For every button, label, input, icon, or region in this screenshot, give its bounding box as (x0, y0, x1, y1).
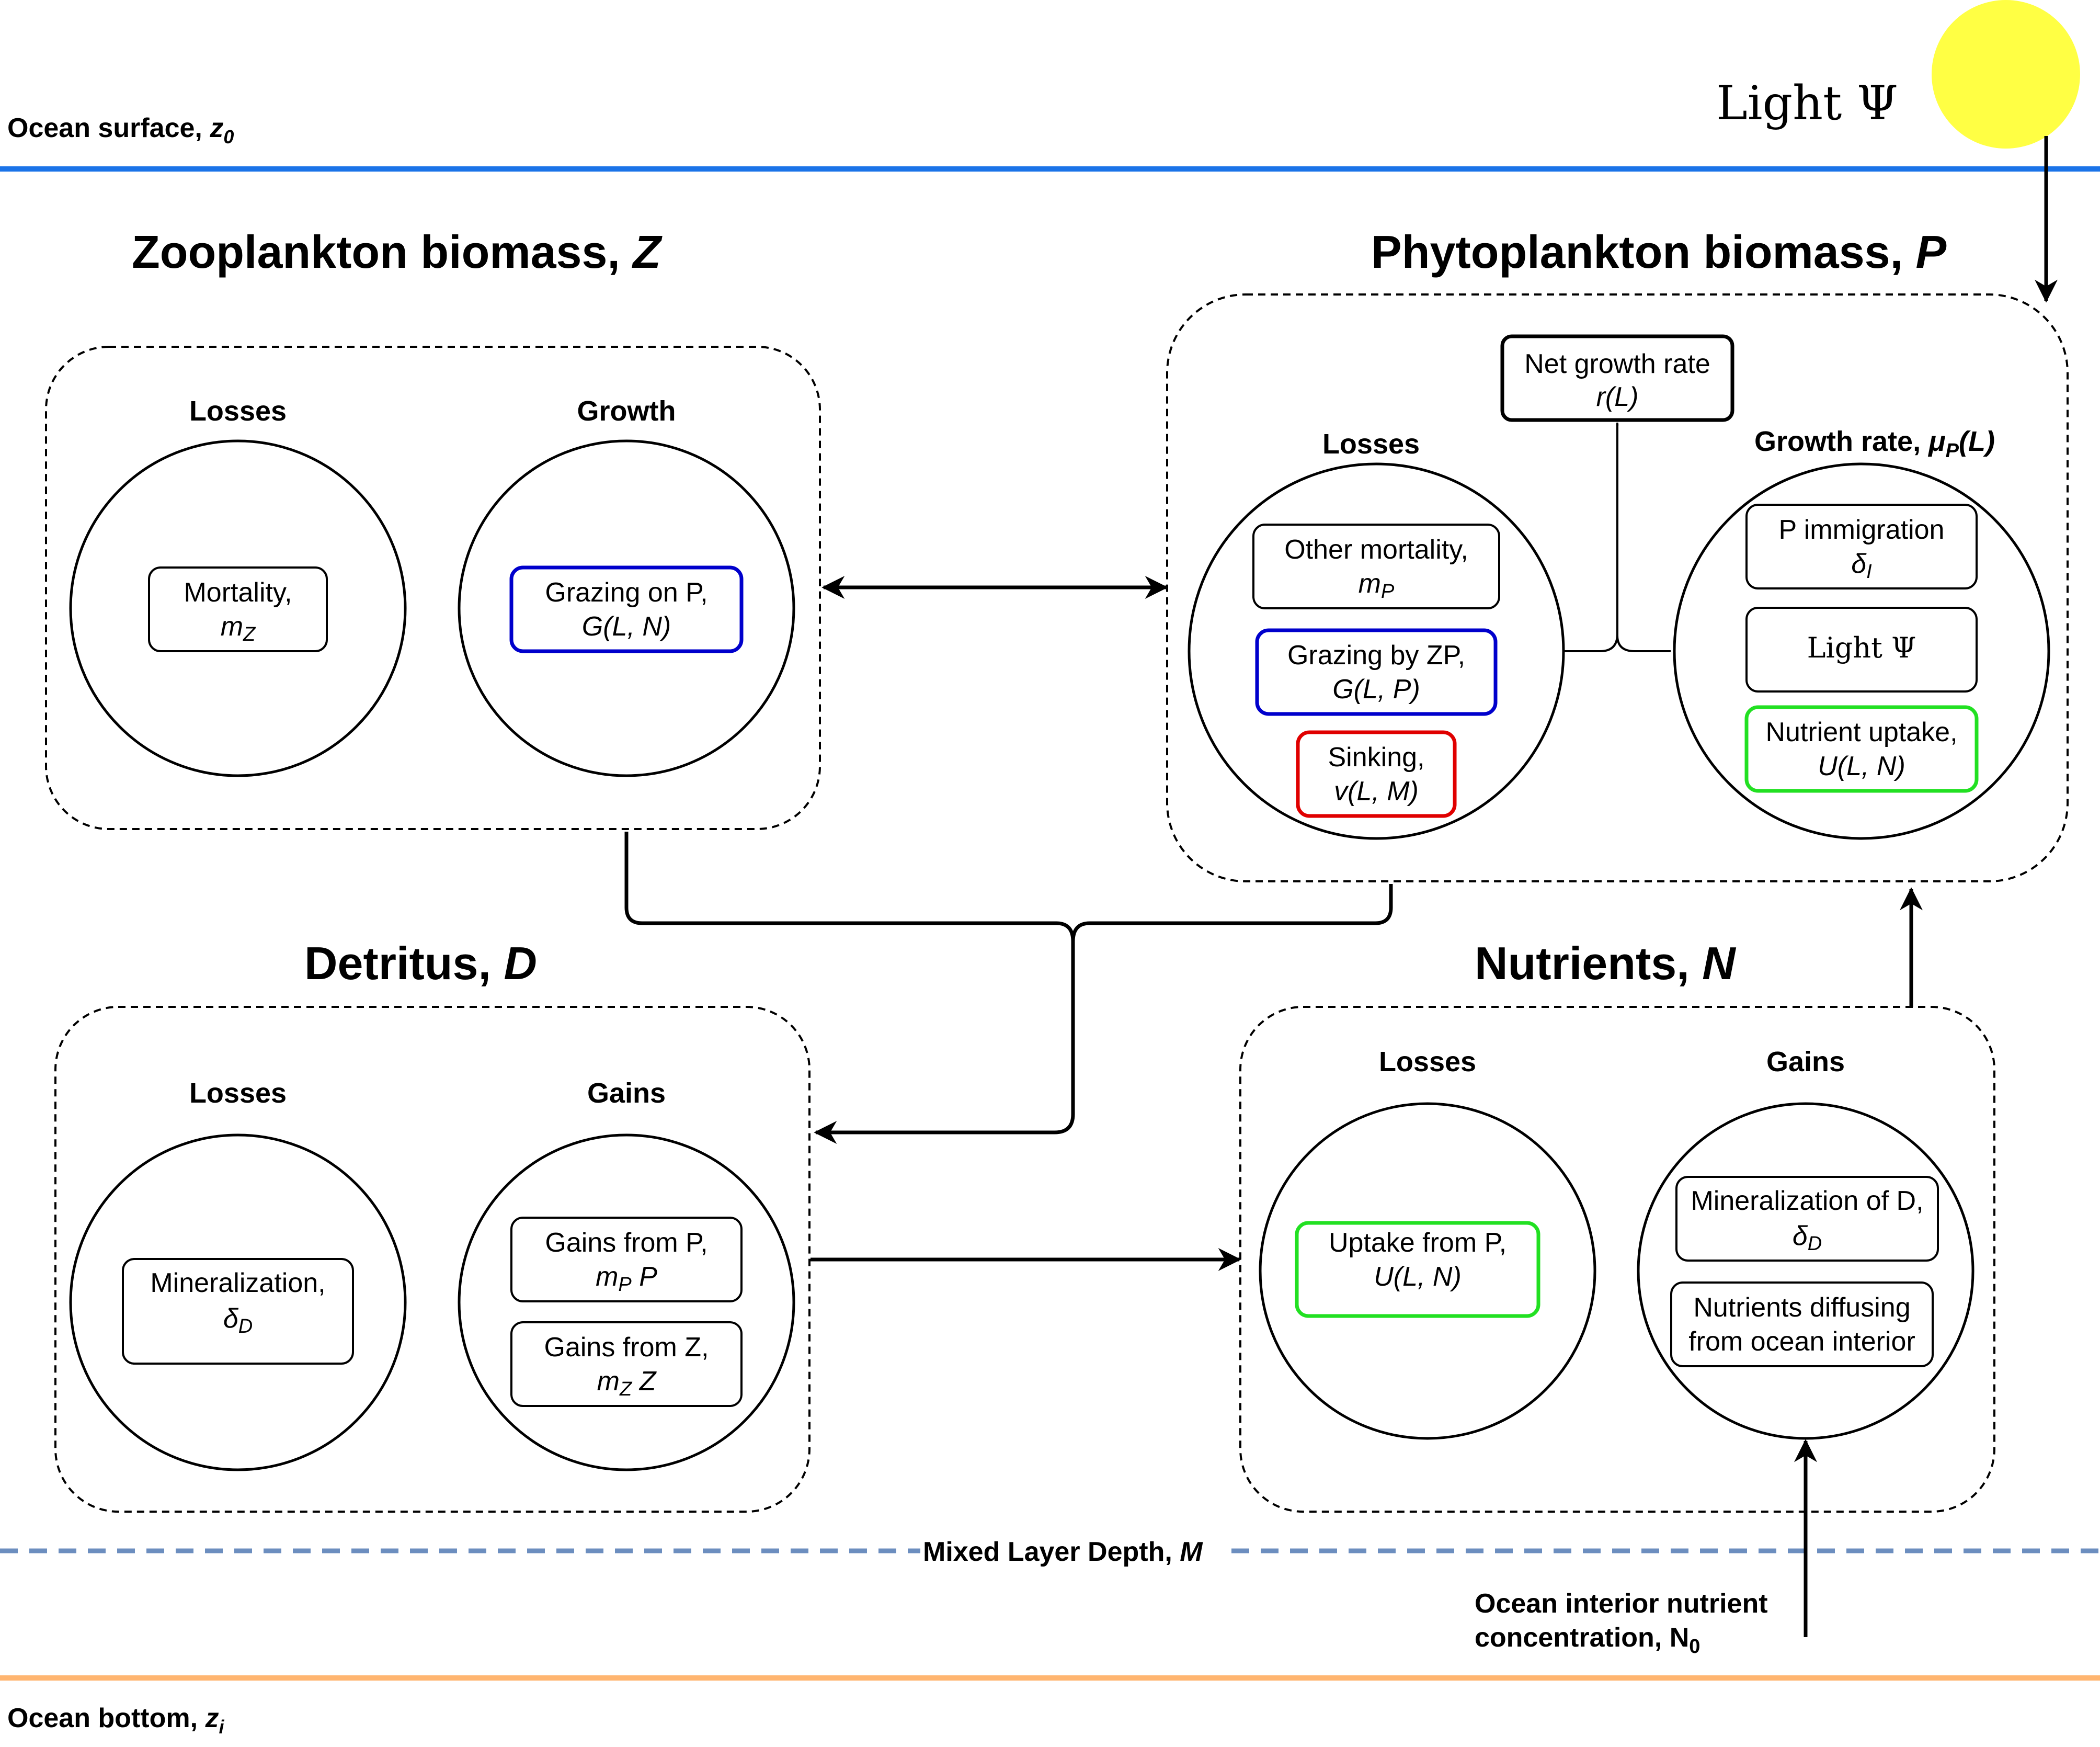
sinking-box (1296, 730, 1457, 818)
p-immigration-line2: δI (1851, 549, 1872, 583)
detritus-box (54, 1006, 811, 1513)
ocean-bottom-label: Ocean bottom, zi (7, 1703, 224, 1738)
phyto-light-label: Light Ψ (1807, 631, 1916, 664)
zooplankton-mortality-line1: Mortality, (184, 577, 292, 608)
phytoplankton-growth-circle (1673, 462, 2050, 840)
grazing-by-zp-box (1255, 628, 1498, 716)
interior-line1: Ocean interior nutrient (1475, 1589, 1768, 1619)
net-growth-brace (1563, 633, 1671, 652)
gains-from-p-box (510, 1217, 743, 1302)
zooplankton-mortality-line2: mZ (221, 611, 256, 645)
nutrients-box (1239, 1006, 1995, 1513)
other-mortality-box (1252, 524, 1500, 609)
detritus-mineralization-box (122, 1258, 354, 1365)
other-mortality-line1: Other mortality, (1284, 535, 1468, 565)
detritus-input-arrow (814, 941, 1075, 1144)
grazing-by-zp-line1: Grazing by ZP, (1287, 640, 1465, 671)
uptake-from-p-line2: U(L, N) (1374, 1262, 1462, 1292)
zooplankton-box (45, 346, 821, 830)
nutrient-uptake-line2: U(L, N) (1818, 751, 1905, 781)
other-mortality-line2: mP (1359, 569, 1395, 603)
detritus-mineralization-line1: Mineralization, (150, 1268, 325, 1298)
p-immigration-line1: P immigration (1779, 515, 1945, 545)
phytoplankton-box (1166, 293, 2069, 882)
phytoplankton-losses-label: Losses (1322, 428, 1420, 460)
net-growth-line1: Net growth rate (1524, 349, 1710, 379)
p-immigration-box (1745, 504, 1978, 589)
zooplankton-grazing-line2: G(L, N) (582, 611, 671, 642)
nutrients-diffusing-box (1670, 1281, 1934, 1367)
zooplankton-grazing-line1: Grazing on P, (545, 577, 707, 608)
grazing-by-zp-line2: G(L, P) (1332, 674, 1420, 705)
sinking-line1: Sinking, (1328, 742, 1425, 773)
zp-to-detritus-connector (624, 832, 1393, 942)
nutrients-title: Nutrients, N (1475, 937, 1737, 989)
net-growth-line2: r(L) (1596, 382, 1639, 412)
zooplankton-mortality-box (148, 566, 328, 652)
sun-icon (1932, 0, 2080, 149)
zooplankton-grazing-box (509, 565, 744, 653)
phytoplankton-growth-label: Growth rate, μP(L) (1754, 426, 1995, 462)
detritus-gains-circle (458, 1133, 795, 1471)
zooplankton-title: Zooplankton biomass, Z (132, 226, 663, 278)
zooplankton-losses-circle (69, 439, 407, 777)
light-label: Light Ψ (1716, 76, 1898, 131)
sinking-line2: v(L, M) (1334, 776, 1419, 807)
detritus-mineralization-line2: δD (223, 1303, 253, 1337)
nutrients-gains-label: Gains (1766, 1046, 1845, 1077)
phyto-light-box (1745, 607, 1978, 693)
mineralization-of-d-box (1675, 1176, 1939, 1262)
detritus-title: Detritus, D (304, 937, 537, 989)
interior-line2: concentration, N0 (1475, 1623, 1700, 1658)
net-growth-box (1500, 334, 1734, 422)
gains-from-p-line1: Gains from P, (545, 1228, 707, 1258)
mixed-layer-label: Mixed Layer Depth, M (923, 1537, 1203, 1567)
phytoplankton-title: Phytoplankton biomass, P (1371, 226, 1946, 278)
mineralization-of-d-line1: Mineralization of D, (1691, 1186, 1923, 1216)
gains-from-z-box (510, 1321, 743, 1407)
uptake-from-p-box (1295, 1221, 1540, 1318)
nutrient-uptake-box (1744, 705, 1979, 793)
detritus-losses-circle (69, 1133, 407, 1471)
zooplankton-losses-label: Losses (189, 395, 287, 427)
nutrients-losses-circle (1259, 1102, 1596, 1440)
nutrients-gains-circle (1637, 1102, 1975, 1440)
uptake-from-p-line1: Uptake from P, (1329, 1228, 1506, 1258)
gains-from-z-line1: Gains from Z, (544, 1332, 709, 1363)
detritus-losses-label: Losses (189, 1077, 287, 1109)
detritus-gains-label: Gains (587, 1077, 666, 1109)
gains-from-p-line2: mP P (596, 1262, 657, 1296)
nutrients-losses-label: Losses (1379, 1046, 1476, 1077)
zooplankton-growth-circle (458, 439, 795, 777)
zooplankton-growth-label: Growth (577, 395, 676, 427)
nutrient-uptake-line1: Nutrient uptake, (1765, 717, 1957, 747)
ocean-surface-label: Ocean surface, z0 (7, 113, 234, 148)
gains-from-z-line2: mZ Z (597, 1366, 657, 1400)
mineralization-of-d-line2: δD (1793, 1221, 1822, 1255)
nutrients-diffusing-line2: from ocean interior (1688, 1326, 1915, 1357)
nutrients-diffusing-line1: Nutrients diffusing (1693, 1292, 1910, 1323)
